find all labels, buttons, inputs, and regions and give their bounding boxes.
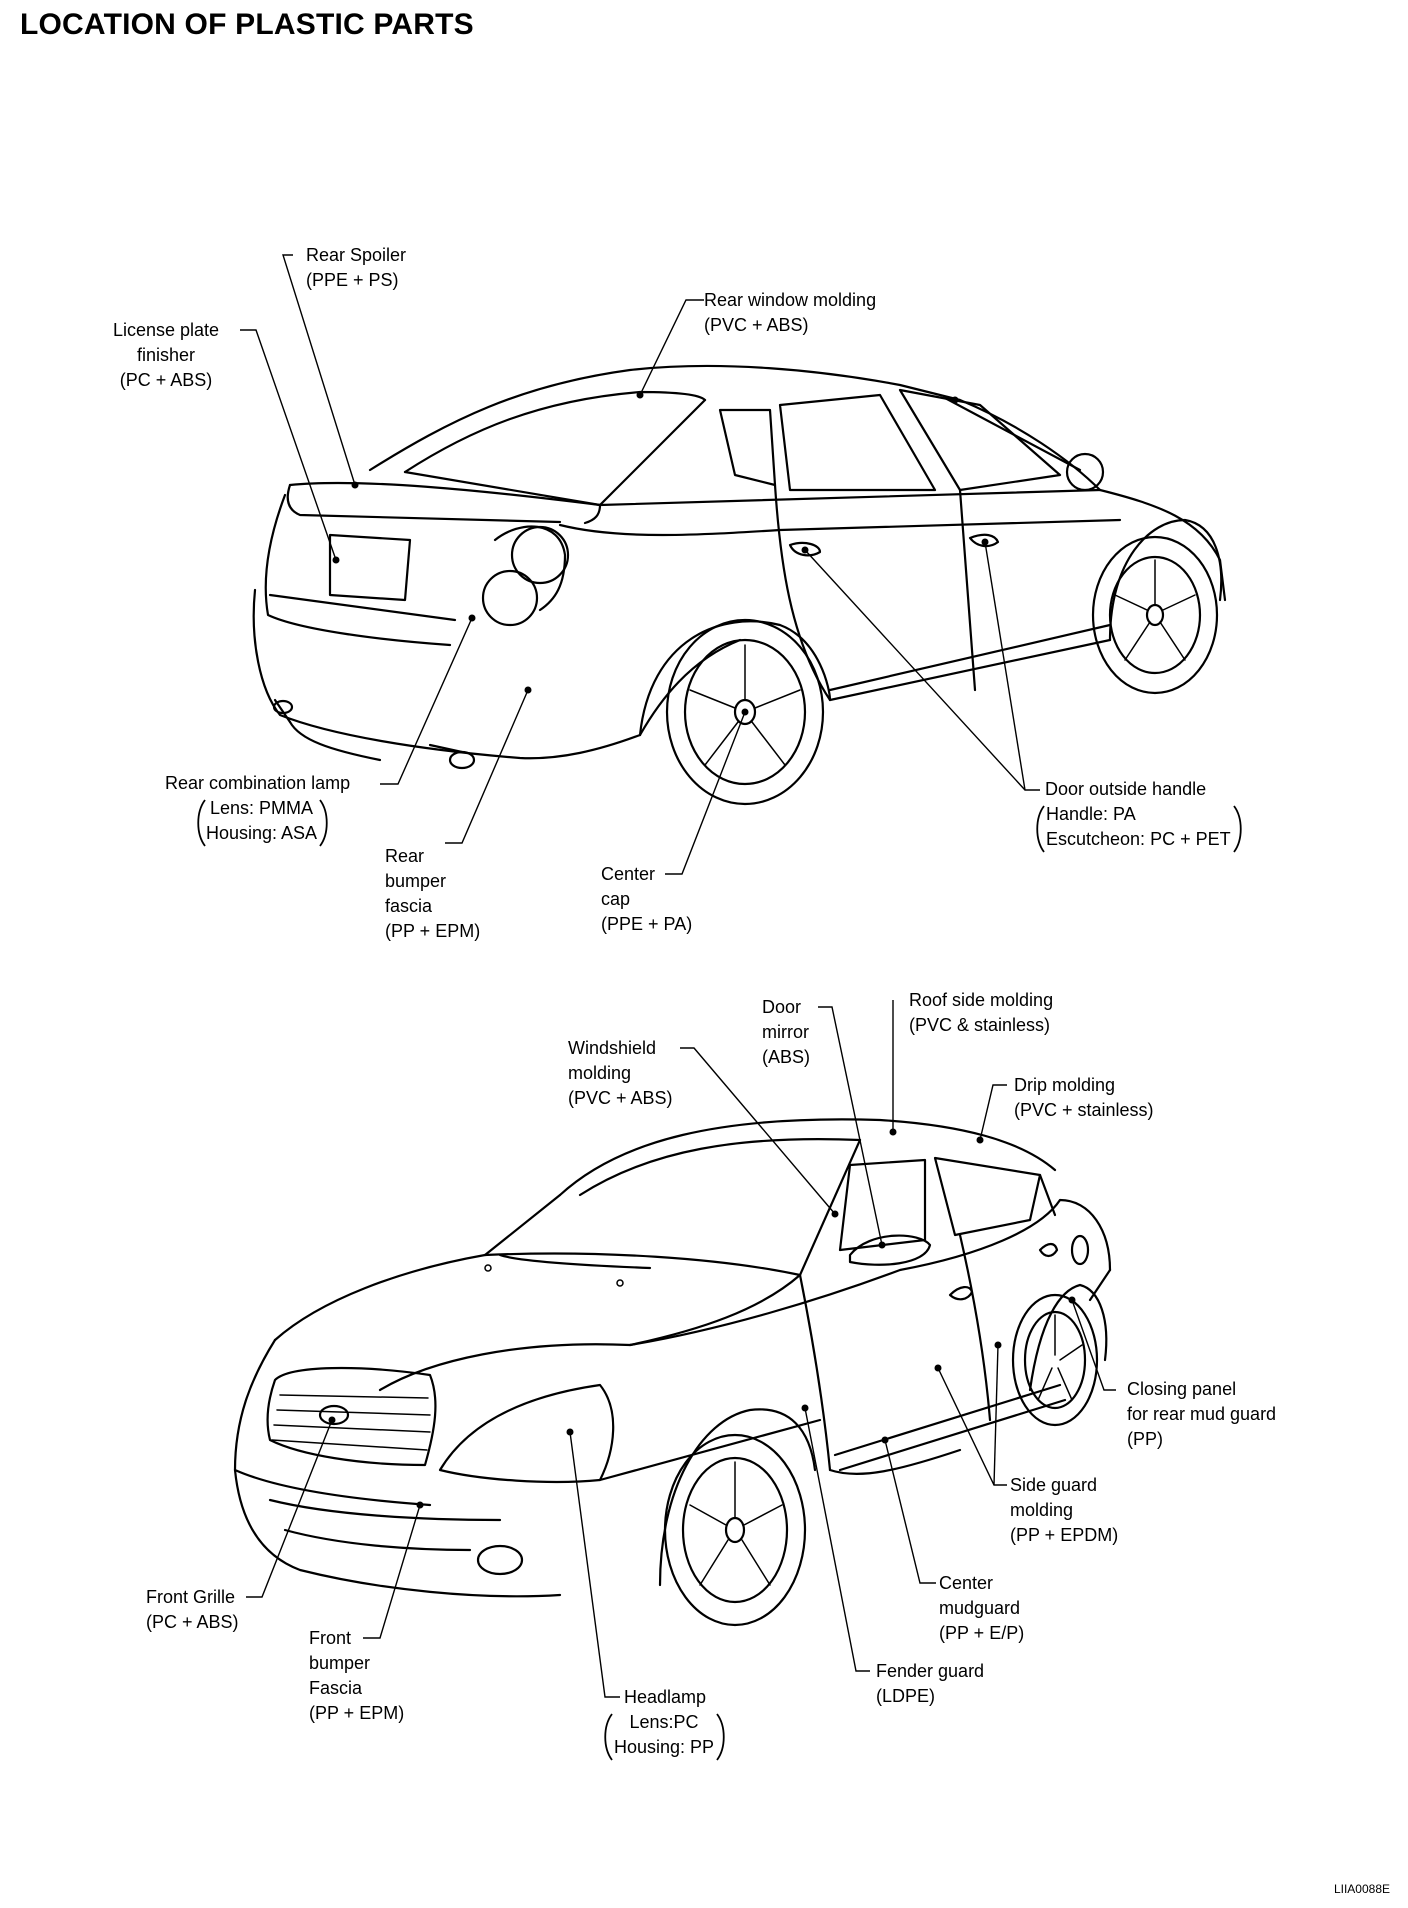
rear-view-car bbox=[252, 364, 1227, 806]
label-line: (PP + EPM) bbox=[309, 1703, 405, 1723]
label-line: (PP) bbox=[1127, 1429, 1163, 1449]
label-line: Rear Spoiler bbox=[306, 245, 407, 265]
label-line: (PVC & stainless) bbox=[909, 1015, 1051, 1035]
label-line: Lens:PC bbox=[629, 1712, 699, 1732]
label-line: Side guard bbox=[1010, 1475, 1098, 1495]
label-line: Door bbox=[762, 997, 802, 1017]
label-center-cap: Center cap (PPE + PA) bbox=[601, 862, 692, 937]
door-outside-handle-details: Handle: PA Escutcheon: PC + PET bbox=[1033, 802, 1242, 853]
figure-code: LIIA0088E bbox=[1333, 1882, 1390, 1896]
label-side-guard-molding: Side guard molding (PP + EPDM) bbox=[1010, 1473, 1118, 1548]
label-door-outside-handle: Door outside handle bbox=[1045, 777, 1206, 802]
rear-combination-lamp-details: Lens: PMMA Housing: ASA bbox=[194, 796, 328, 847]
label-line: (PPE + PS) bbox=[306, 270, 399, 290]
label-rear-bumper-fascia: Rear bumper fascia (PP + EPM) bbox=[385, 844, 480, 944]
label-line: Rear window molding bbox=[704, 290, 877, 310]
right-paren-icon bbox=[319, 799, 328, 847]
label-line: bumper bbox=[385, 871, 447, 891]
label-line: mudguard bbox=[939, 1598, 1021, 1618]
label-line: (PPE + PA) bbox=[601, 914, 693, 934]
label-line: molding bbox=[1010, 1500, 1074, 1520]
label-line: Rear combination lamp bbox=[165, 773, 351, 793]
headlamp-details: Lens:PC Housing: PP bbox=[601, 1710, 725, 1761]
label-line: for rear mud guard bbox=[1127, 1404, 1277, 1424]
label-door-mirror: Door mirror (ABS) bbox=[762, 995, 810, 1070]
label-line: Closing panel bbox=[1127, 1379, 1237, 1399]
label-line: Handle: PA bbox=[1046, 804, 1136, 824]
left-paren-icon bbox=[197, 799, 206, 847]
label-fender-guard: Fender guard (LDPE) bbox=[876, 1659, 984, 1709]
label-rear-spoiler: Rear Spoiler (PPE + PS) bbox=[306, 243, 406, 293]
label-line: finisher bbox=[136, 345, 196, 365]
label-line: Roof side molding bbox=[909, 990, 1054, 1010]
label-line: Drip molding bbox=[1014, 1075, 1116, 1095]
label-line: Fender guard bbox=[876, 1661, 985, 1681]
label-line: Fascia bbox=[309, 1678, 363, 1698]
label-rear-window-molding: Rear window molding (PVC + ABS) bbox=[704, 288, 876, 338]
label-line: cap bbox=[601, 889, 631, 909]
label-line: Door outside handle bbox=[1045, 779, 1207, 799]
label-roof-side-molding: Roof side molding (PVC & stainless) bbox=[909, 988, 1053, 1038]
label-license-plate-finisher: License plate finisher (PC + ABS) bbox=[98, 318, 234, 393]
right-paren-icon bbox=[716, 1713, 725, 1761]
label-line: (PC + ABS) bbox=[119, 370, 213, 390]
label-line: (LDPE) bbox=[876, 1686, 936, 1706]
front-view-car bbox=[233, 1118, 1112, 1627]
label-front-bumper-fascia: Front bumper Fascia (PP + EPM) bbox=[309, 1626, 404, 1726]
label-line: (PP + EPM) bbox=[385, 921, 481, 941]
label-line: Windshield bbox=[568, 1038, 657, 1058]
label-line: Front Grille bbox=[146, 1587, 236, 1607]
left-paren-icon bbox=[1036, 805, 1045, 853]
label-line: (PP + E/P) bbox=[939, 1623, 1025, 1643]
label-line: Center bbox=[601, 864, 656, 884]
label-line: (ABS) bbox=[762, 1047, 811, 1067]
label-line: Headlamp bbox=[624, 1687, 707, 1707]
label-line: License plate bbox=[112, 320, 220, 340]
label-windshield-molding: Windshield molding (PVC + ABS) bbox=[568, 1036, 673, 1111]
label-line: (PVC + ABS) bbox=[704, 315, 809, 335]
label-line: Front bbox=[309, 1628, 352, 1648]
label-line: Housing: ASA bbox=[206, 823, 318, 843]
label-line: (PP + EPDM) bbox=[1010, 1525, 1119, 1545]
leader-lines bbox=[240, 254, 1116, 1698]
label-line: bumper bbox=[309, 1653, 371, 1673]
label-front-grille: Front Grille (PC + ABS) bbox=[146, 1585, 239, 1635]
label-center-mudguard: Center mudguard (PP + E/P) bbox=[939, 1571, 1024, 1646]
label-line: Escutcheon: PC + PET bbox=[1046, 829, 1231, 849]
label-headlamp: Headlamp bbox=[624, 1685, 706, 1710]
label-line: molding bbox=[568, 1063, 632, 1083]
label-drip-molding: Drip molding (PVC + stainless) bbox=[1014, 1073, 1154, 1123]
label-closing-panel: Closing panel for rear mud guard (PP) bbox=[1127, 1377, 1276, 1452]
left-paren-icon bbox=[604, 1713, 613, 1761]
label-line: Housing: PP bbox=[614, 1737, 715, 1757]
label-line: Rear bbox=[385, 846, 425, 866]
label-line: (PVC + ABS) bbox=[568, 1088, 673, 1108]
label-line: (PVC + stainless) bbox=[1014, 1100, 1154, 1120]
right-paren-icon bbox=[1232, 805, 1242, 853]
label-line: Center bbox=[939, 1573, 994, 1593]
label-line: fascia bbox=[385, 896, 433, 916]
page-title: LOCATION OF PLASTIC PARTS bbox=[20, 8, 474, 41]
label-rear-combination-lamp: Rear combination lamp bbox=[165, 771, 350, 796]
label-line: Lens: PMMA bbox=[210, 798, 314, 818]
label-line: (PC + ABS) bbox=[146, 1612, 239, 1632]
label-line: mirror bbox=[762, 1022, 809, 1042]
